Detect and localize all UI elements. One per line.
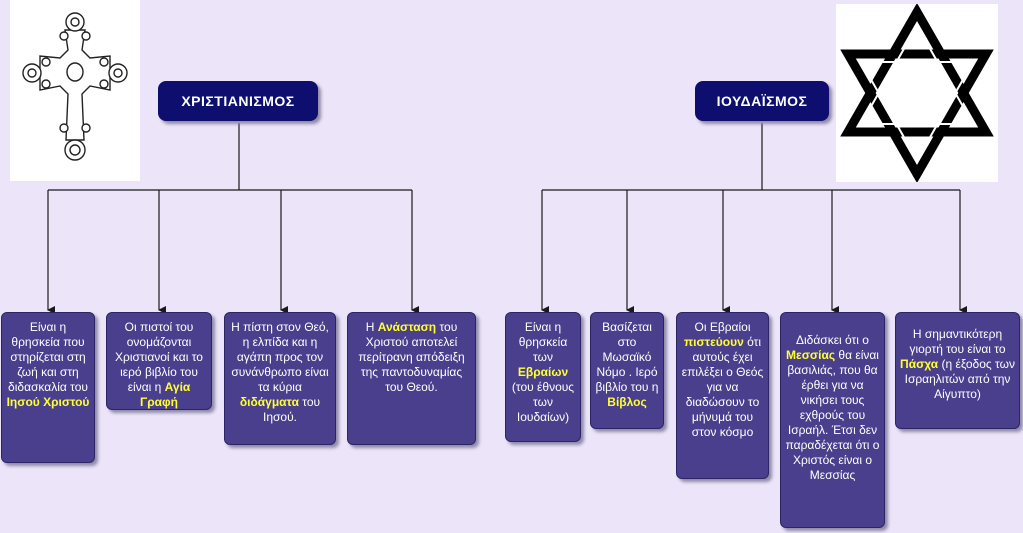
christianity-fact-2: Οι πιστοί του ονομάζονται Χριστιανοί και… bbox=[106, 312, 212, 410]
christianity-title: ΧΡΙΣΤΙΑΝΙΣΜΟΣ bbox=[181, 93, 295, 109]
christianity-fact-3: Η πίστη στον Θεό, η ελπίδα και η αγάπη π… bbox=[224, 312, 336, 445]
christianity-fact-1: Είναι η θρησκεία που στηρίζεται στη ζωή … bbox=[1, 312, 95, 463]
christianity-header: ΧΡΙΣΤΙΑΝΙΣΜΟΣ bbox=[158, 81, 318, 121]
judaism-fact-3: Οι Εβραίοι πιστεύουν ότι αυτούς έχει επι… bbox=[676, 312, 769, 479]
christianity-fact-4: Η Ανάσταση του Χριστού αποτελεί περίτραν… bbox=[347, 312, 476, 445]
judaism-fact-4: Διδάσκει ότι ο Μεσσίας θα είναι βασιλιάς… bbox=[780, 312, 885, 528]
orthodox-cross-icon bbox=[10, 0, 140, 181]
star-of-david-icon bbox=[836, 2, 998, 184]
judaism-fact-5: Η σημαντικότερη γιορτή του είναι το Πάσχ… bbox=[895, 312, 1020, 429]
judaism-fact-2: Βασίζεται στο Μωσαϊκό Νόμο . Ιερό βιβλίο… bbox=[590, 312, 664, 429]
judaism-title: ΙΟΥΔΑΪΣΜΟΣ bbox=[716, 93, 808, 109]
judaism-header: ΙΟΥΔΑΪΣΜΟΣ bbox=[695, 81, 829, 121]
judaism-fact-1: Είναι η θρησκεία των Εβραίων (του έθνους… bbox=[505, 312, 581, 442]
